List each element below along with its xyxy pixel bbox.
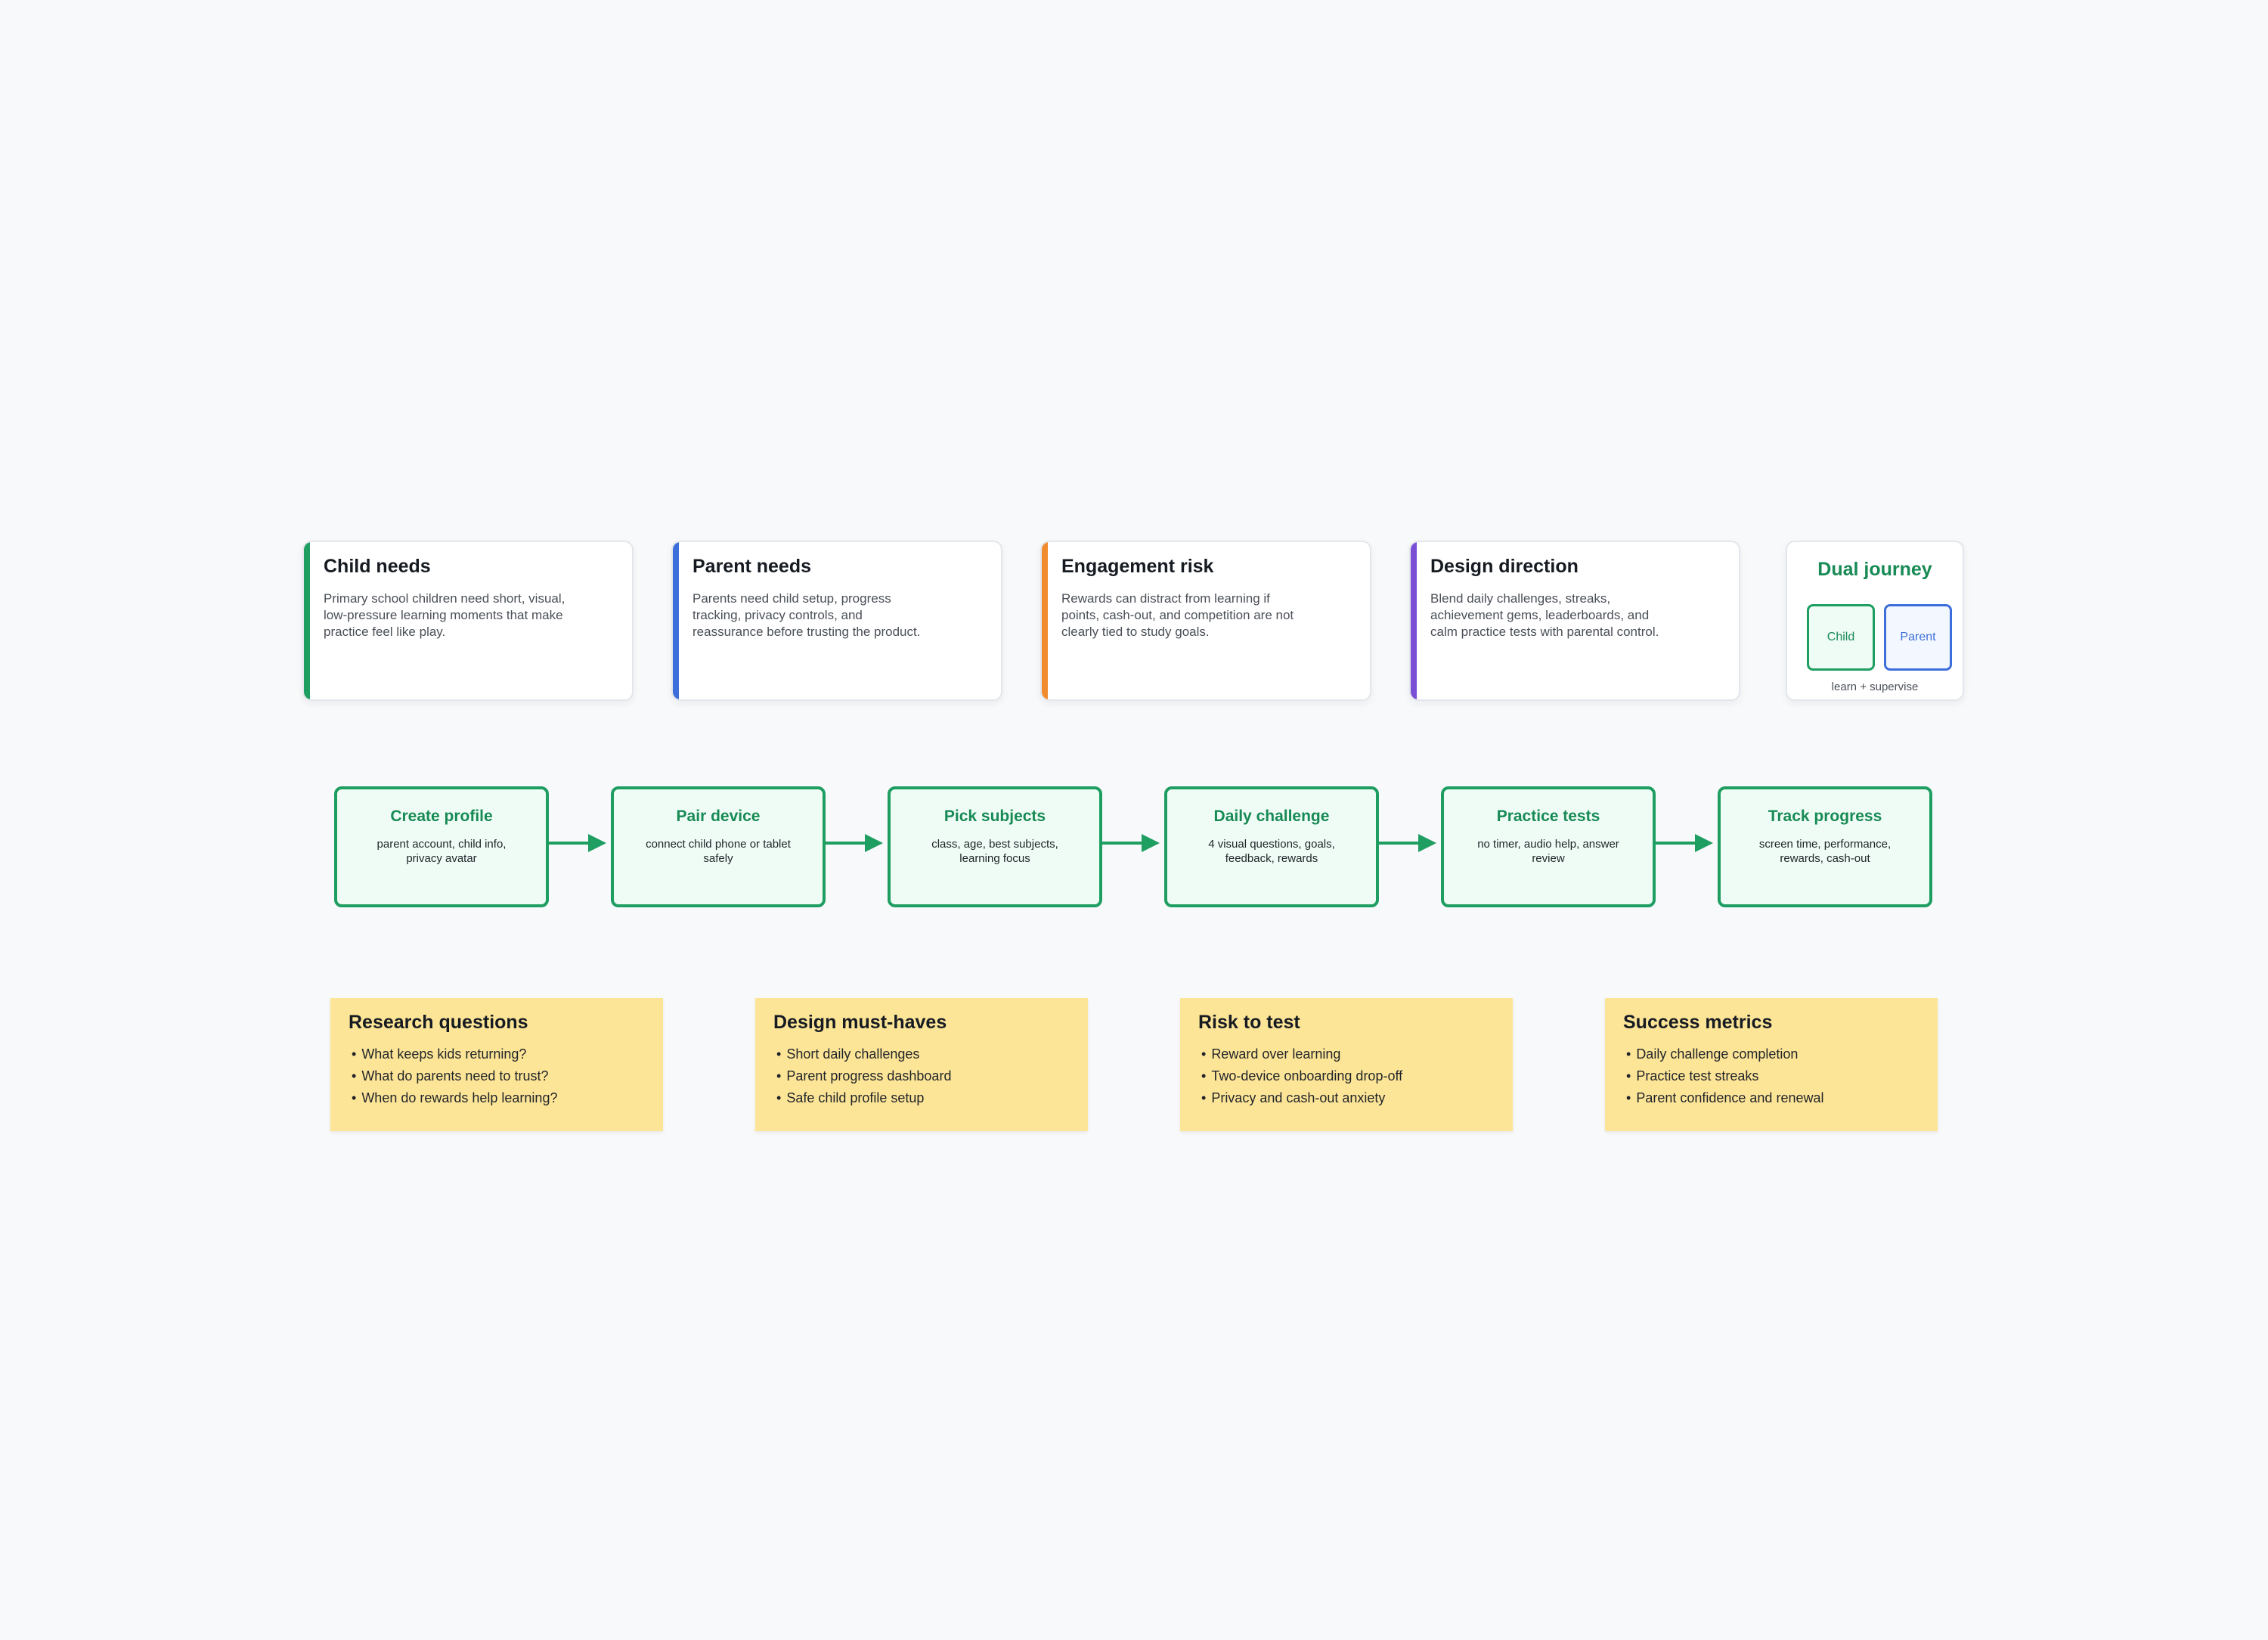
sticky-note-list: What keeps kids returning? What do paren… — [352, 1043, 557, 1109]
parent-chip-label: Parent — [1900, 631, 1936, 643]
flow-step-practice-tests[interactable]: Practice tests no timer, audio help, ans… — [1441, 786, 1656, 907]
insight-card-parent-needs[interactable]: Parent needs Parents need child setup, p… — [671, 541, 1002, 701]
sticky-note-title: Risk to test — [1198, 1012, 1300, 1033]
sticky-note-list: Daily challenge completion Practice test… — [1626, 1043, 1823, 1109]
insight-title: Engagement risk — [1061, 556, 1214, 577]
flow-step-title: Create profile — [390, 808, 493, 825]
list-item: Daily challenge completion — [1626, 1043, 1823, 1065]
dual-journey-title: Dual journey — [1817, 559, 1932, 580]
list-item: Reward over learning — [1201, 1043, 1402, 1065]
flow-step-desc: 4 visual questions, goals, feedback, rew… — [1208, 838, 1335, 865]
accent-bar — [1042, 542, 1048, 699]
flow-step-desc: parent account, child info, privacy avat… — [376, 838, 507, 865]
sticky-note-title: Design must-haves — [773, 1012, 947, 1033]
list-item: Safe child profile setup — [776, 1087, 951, 1109]
insight-body: Parents need child setup, progress track… — [692, 591, 921, 639]
insight-body: Blend daily challenges, streaks, achieve… — [1430, 591, 1659, 639]
list-item: What keeps kids returning? — [352, 1043, 557, 1065]
sticky-note-research-questions[interactable]: Research questions What keeps kids retur… — [330, 998, 663, 1131]
insight-card-engagement-risk[interactable]: Engagement risk Rewards can distract fro… — [1040, 541, 1371, 701]
sticky-note-list: Reward over learning Two-device onboardi… — [1201, 1043, 1402, 1109]
list-item: Parent progress dashboard — [776, 1065, 951, 1087]
list-item: Short daily challenges — [776, 1043, 951, 1065]
insight-body: Rewards can distract from learning if po… — [1061, 591, 1294, 639]
flow-step-desc: no timer, audio help, answer review — [1477, 838, 1619, 865]
sticky-note-title: Success metrics — [1623, 1012, 1773, 1033]
list-item: Privacy and cash-out anxiety — [1201, 1087, 1402, 1109]
flow-step-desc: connect child phone or tablet safely — [646, 838, 791, 865]
insight-card-child-needs[interactable]: Child needs Primary school children need… — [302, 541, 634, 701]
list-item: What do parents need to trust? — [352, 1065, 557, 1087]
insight-title: Parent needs — [692, 556, 812, 577]
parent-chip[interactable]: Parent — [1884, 604, 1952, 671]
child-chip[interactable]: Child — [1807, 604, 1875, 671]
insight-title: Child needs — [324, 556, 431, 577]
flow-step-pick-subjects[interactable]: Pick subjects class, age, best subjects,… — [888, 786, 1102, 907]
sticky-note-list: Short daily challenges Parent progress d… — [776, 1043, 951, 1109]
flow-step-daily-challenge[interactable]: Daily challenge 4 visual questions, goal… — [1164, 786, 1379, 907]
accent-bar — [1411, 542, 1417, 699]
child-chip-label: Child — [1826, 631, 1855, 643]
dual-journey-card[interactable]: Dual journey Child Parent learn + superv… — [1786, 541, 1964, 701]
accent-bar — [304, 542, 310, 699]
flow-step-desc: class, age, best subjects, learning focu… — [931, 838, 1058, 865]
sticky-note-success-metrics[interactable]: Success metrics Daily challenge completi… — [1605, 998, 1938, 1131]
flow-step-title: Pick subjects — [943, 808, 1046, 825]
insight-title: Design direction — [1430, 556, 1579, 577]
list-item: Two-device onboarding drop-off — [1201, 1065, 1402, 1087]
insight-body: Primary school children need short, visu… — [324, 591, 565, 639]
flow-step-track-progress[interactable]: Track progress screen time, performance,… — [1718, 786, 1932, 907]
flow-step-title: Daily challenge — [1213, 808, 1330, 825]
sticky-note-risk-to-test[interactable]: Risk to test Reward over learning Two-de… — [1180, 998, 1513, 1131]
list-item: Practice test streaks — [1626, 1065, 1823, 1087]
flow-step-title: Practice tests — [1496, 808, 1600, 825]
sticky-note-design-must-haves[interactable]: Design must-haves Short daily challenges… — [755, 998, 1088, 1131]
flow-step-title: Pair device — [676, 808, 761, 825]
list-item: When do rewards help learning? — [352, 1087, 557, 1109]
insight-card-design-direction[interactable]: Design direction Blend daily challenges,… — [1409, 541, 1740, 701]
list-item: Parent confidence and renewal — [1626, 1087, 1823, 1109]
dual-journey-caption: learn + supervise — [1831, 680, 1919, 693]
accent-bar — [673, 542, 679, 699]
sticky-note-title: Research questions — [349, 1012, 528, 1033]
flow-step-pair-device[interactable]: Pair device connect child phone or table… — [611, 786, 826, 907]
flow-step-title: Track progress — [1768, 808, 1882, 825]
flow-step-create-profile[interactable]: Create profile parent account, child inf… — [334, 786, 549, 907]
flow-step-desc: screen time, performance, rewards, cash-… — [1758, 838, 1892, 865]
